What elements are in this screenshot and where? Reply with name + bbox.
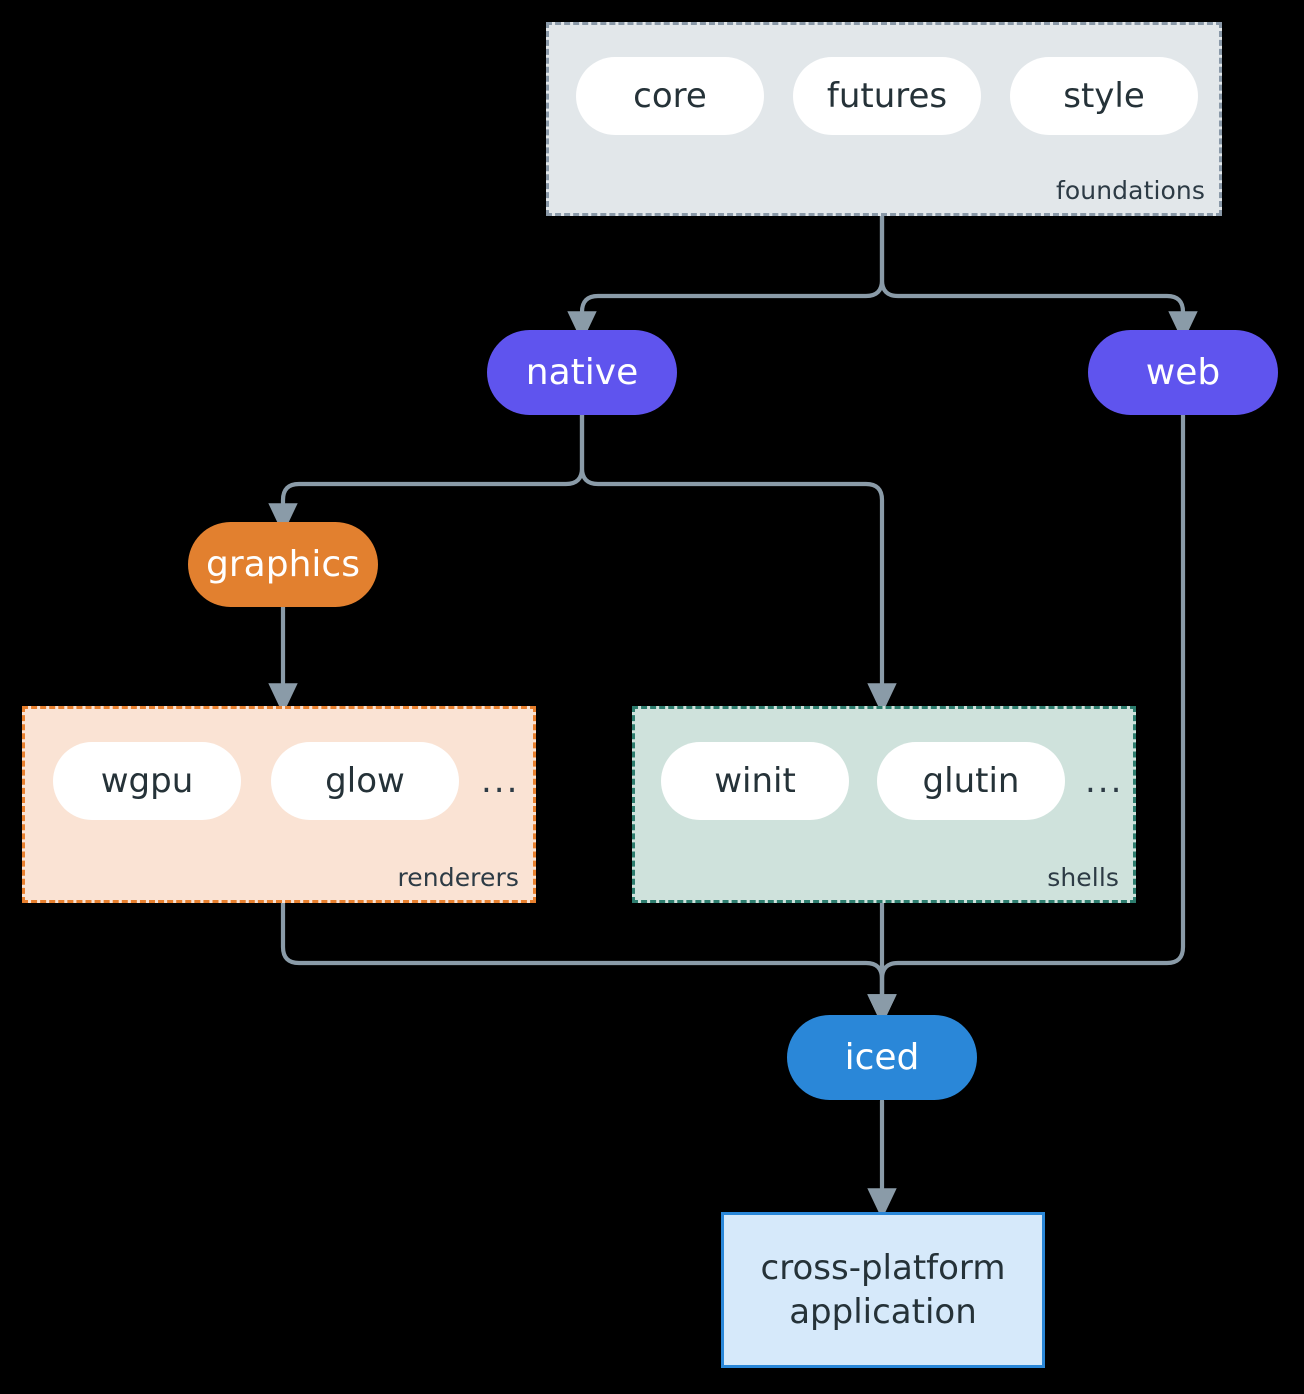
edge-renderers-iced <box>280 900 897 1026</box>
node-iced-label: iced <box>844 1037 920 1078</box>
group-foundations-label: foundations <box>1056 176 1205 205</box>
shells-items: winit glutin ... <box>661 742 1123 820</box>
edge-native-shells <box>579 412 897 715</box>
foundations-items: core futures style <box>576 57 1198 135</box>
group-foundations: core futures style foundations <box>546 22 1222 216</box>
node-wgpu[interactable]: wgpu <box>53 742 241 820</box>
node-glow-label: glow <box>325 761 405 801</box>
group-shells: winit glutin ... shells <box>632 706 1136 903</box>
node-futures-label: futures <box>826 76 948 116</box>
group-shells-label: shells <box>1047 863 1119 892</box>
application-line-2: application <box>789 1292 977 1332</box>
application-line-1: cross-platform <box>760 1247 1006 1288</box>
edge-foundations-web <box>879 213 1198 343</box>
group-renderers: wgpu glow ... renderers <box>22 706 536 903</box>
node-style[interactable]: style <box>1010 57 1198 135</box>
node-web[interactable]: web <box>1088 330 1278 415</box>
node-application[interactable]: cross-platform application <box>721 1212 1045 1368</box>
renderers-ellipsis: ... <box>481 761 520 801</box>
group-renderers-label: renderers <box>397 863 519 892</box>
node-graphics[interactable]: graphics <box>188 522 378 607</box>
node-winit[interactable]: winit <box>661 742 849 820</box>
node-glutin-label: glutin <box>922 761 1020 801</box>
renderers-items: wgpu glow ... <box>53 742 519 820</box>
node-web-label: web <box>1145 352 1221 393</box>
shells-ellipsis: ... <box>1085 761 1124 801</box>
node-winit-label: winit <box>714 761 796 801</box>
node-iced[interactable]: iced <box>787 1015 977 1100</box>
edge-foundations-native <box>567 213 885 343</box>
node-core[interactable]: core <box>576 57 764 135</box>
node-core-label: core <box>633 76 707 116</box>
node-style-label: style <box>1063 76 1145 116</box>
node-glow[interactable]: glow <box>271 742 459 820</box>
node-wgpu-label: wgpu <box>100 761 194 801</box>
node-futures[interactable]: futures <box>793 57 981 135</box>
edge-native-graphics <box>268 412 585 535</box>
node-native-label: native <box>525 352 639 393</box>
node-graphics-label: graphics <box>206 544 360 585</box>
node-native[interactable]: native <box>487 330 677 415</box>
node-glutin[interactable]: glutin <box>877 742 1065 820</box>
